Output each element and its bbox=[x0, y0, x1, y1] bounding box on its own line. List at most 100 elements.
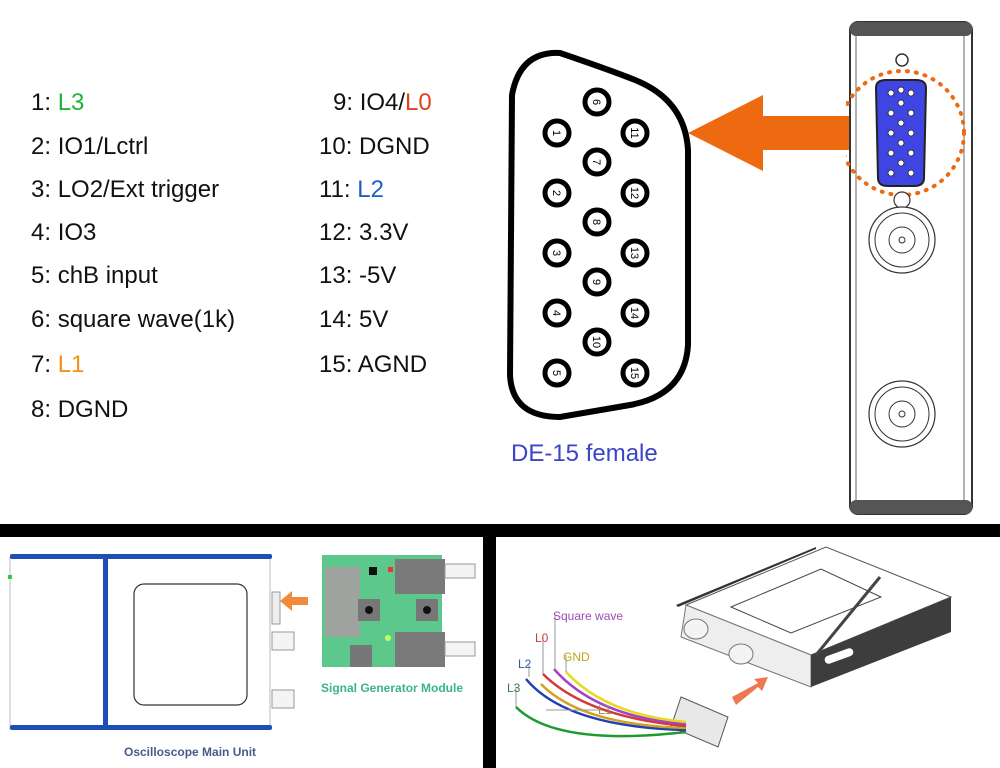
pin-signal-highlight: L2 bbox=[357, 176, 384, 203]
pin-number: 8: bbox=[31, 396, 52, 423]
device-side-panel bbox=[846, 21, 973, 515]
connector-pin-number: 15 bbox=[628, 367, 640, 379]
vga-pin-hole bbox=[897, 86, 905, 94]
pin-description-row: 6: square wave(1k) bbox=[31, 308, 235, 332]
pin-number: 3: bbox=[31, 176, 52, 203]
connector-caption: DE-15 female bbox=[511, 440, 658, 467]
connector-pin-number: 3 bbox=[550, 250, 562, 256]
pin-function: square wave(1k) bbox=[57, 306, 236, 333]
bnc-connector-1 bbox=[868, 191, 936, 274]
connector-pin: 3 bbox=[542, 238, 572, 268]
pin-number: 9: bbox=[333, 89, 354, 116]
pin-description-row: 13: -5V bbox=[319, 264, 396, 288]
connector-pin: 2 bbox=[542, 178, 572, 208]
connector-pin: 6 bbox=[582, 87, 612, 117]
connector-pin-number: 7 bbox=[590, 159, 602, 165]
pin-function: -5V bbox=[359, 262, 397, 289]
cable-wires bbox=[515, 668, 687, 738]
pin-function: IO3 bbox=[57, 219, 97, 246]
vga-port bbox=[874, 79, 928, 187]
pin-number: 5: bbox=[31, 262, 52, 289]
db15-plug bbox=[670, 696, 729, 748]
connector-pin: 7 bbox=[582, 147, 612, 177]
pin-description-row: 9: IO4/L0 bbox=[333, 91, 432, 115]
pin-number: 15: bbox=[319, 351, 353, 378]
pin-description-row: 3: LO2/Ext trigger bbox=[31, 178, 219, 202]
arrow-right-icon bbox=[732, 677, 768, 705]
vga-pin-hole bbox=[897, 159, 905, 167]
wire-label-l0: L0 bbox=[535, 631, 549, 645]
pin-description-row: 10: DGND bbox=[319, 135, 430, 159]
connector-pin-number: 1 bbox=[550, 130, 562, 136]
pin-function: DGND bbox=[359, 133, 430, 160]
pin-function: DGND bbox=[57, 396, 129, 423]
connector-pin-number: 6 bbox=[590, 99, 602, 105]
pin-number: 4: bbox=[31, 219, 52, 246]
pin-number: 1: bbox=[31, 89, 52, 116]
wire-label-l2: L2 bbox=[518, 657, 532, 671]
wire-label-l1: L1 bbox=[598, 703, 612, 717]
vga-pin-hole bbox=[887, 129, 895, 137]
pin-description-row: 11: L2 bbox=[319, 178, 384, 202]
pin-number: 14: bbox=[319, 306, 353, 333]
pin-signal-highlight: L1 bbox=[57, 351, 85, 378]
vga-pin-hole bbox=[907, 89, 915, 97]
connector-pin-number: 14 bbox=[628, 307, 640, 319]
connector-pin: 4 bbox=[542, 298, 572, 328]
cable-connection-diagram: Square wave L0 GND L2 L3 L1 bbox=[507, 546, 953, 748]
vga-pin-hole bbox=[887, 89, 895, 97]
pin-number: 6: bbox=[31, 306, 52, 333]
pin-number: 2: bbox=[31, 133, 52, 160]
connector-pin-number: 12 bbox=[628, 187, 640, 199]
bnc-connector-2 bbox=[868, 380, 936, 448]
oscilloscope-main-unit-caption: Oscilloscope Main Unit bbox=[124, 745, 257, 759]
connector-pin: 5 bbox=[542, 358, 572, 388]
pin-signal-highlight: L3 bbox=[57, 89, 85, 116]
pin-function: IO1/Lctrl bbox=[57, 133, 149, 160]
connector-pin: 9 bbox=[582, 267, 612, 297]
pin-function: IO4/ bbox=[359, 89, 406, 116]
wire-label-gnd: GND bbox=[563, 650, 590, 664]
oscilloscope-3d-view bbox=[676, 546, 953, 705]
pin-function: 3.3V bbox=[359, 219, 409, 246]
vga-pin-hole bbox=[897, 119, 905, 127]
pin-function: AGND bbox=[357, 351, 428, 378]
pin-function: LO2/Ext trigger bbox=[57, 176, 220, 203]
vga-pin-hole bbox=[887, 169, 895, 177]
connector-pin: 8 bbox=[582, 207, 612, 237]
vga-pin-hole bbox=[887, 109, 895, 117]
vga-pin-hole bbox=[907, 149, 915, 157]
vga-pin-hole bbox=[907, 169, 915, 177]
pin-description-row: 15: AGND bbox=[319, 353, 427, 377]
pin-description-row: 8: DGND bbox=[31, 398, 128, 422]
connector-pin: 1 bbox=[542, 118, 572, 148]
connector-pin: 15 bbox=[620, 358, 650, 388]
connector-pin-number: 13 bbox=[628, 247, 640, 259]
connector-pin: 11 bbox=[620, 118, 650, 148]
pin-number: 7: bbox=[31, 351, 52, 378]
pin-number: 12: bbox=[319, 219, 353, 246]
connector-pin-number: 11 bbox=[628, 127, 640, 138]
pin-function: 5V bbox=[359, 306, 389, 333]
connector-pin-number: 8 bbox=[590, 219, 602, 225]
pin-number: 11: bbox=[319, 176, 351, 203]
wire-label-square-wave: Square wave bbox=[553, 609, 623, 623]
vga-pin-hole bbox=[897, 99, 905, 107]
pin-signal-highlight: L0 bbox=[405, 89, 432, 116]
connector-pin: 12 bbox=[620, 178, 650, 208]
connector-pin-number: 10 bbox=[590, 336, 602, 348]
vga-pin-hole bbox=[897, 139, 905, 147]
connector-pin-number: 4 bbox=[550, 310, 562, 316]
separator-vertical bbox=[483, 524, 496, 768]
pin-description-row: 7: L1 bbox=[31, 353, 84, 377]
separator-horizontal bbox=[0, 524, 1000, 537]
wire-label-l3: L3 bbox=[507, 681, 521, 695]
pin-number: 10: bbox=[319, 133, 353, 160]
pin-number: 13: bbox=[319, 262, 353, 289]
pin-description-row: 12: 3.3V bbox=[319, 221, 408, 245]
pin-description-row: 2: IO1/Lctrl bbox=[31, 135, 148, 159]
connector-pin: 14 bbox=[620, 298, 650, 328]
connector-pin-number: 5 bbox=[550, 370, 562, 376]
connector-pin: 13 bbox=[620, 238, 650, 268]
